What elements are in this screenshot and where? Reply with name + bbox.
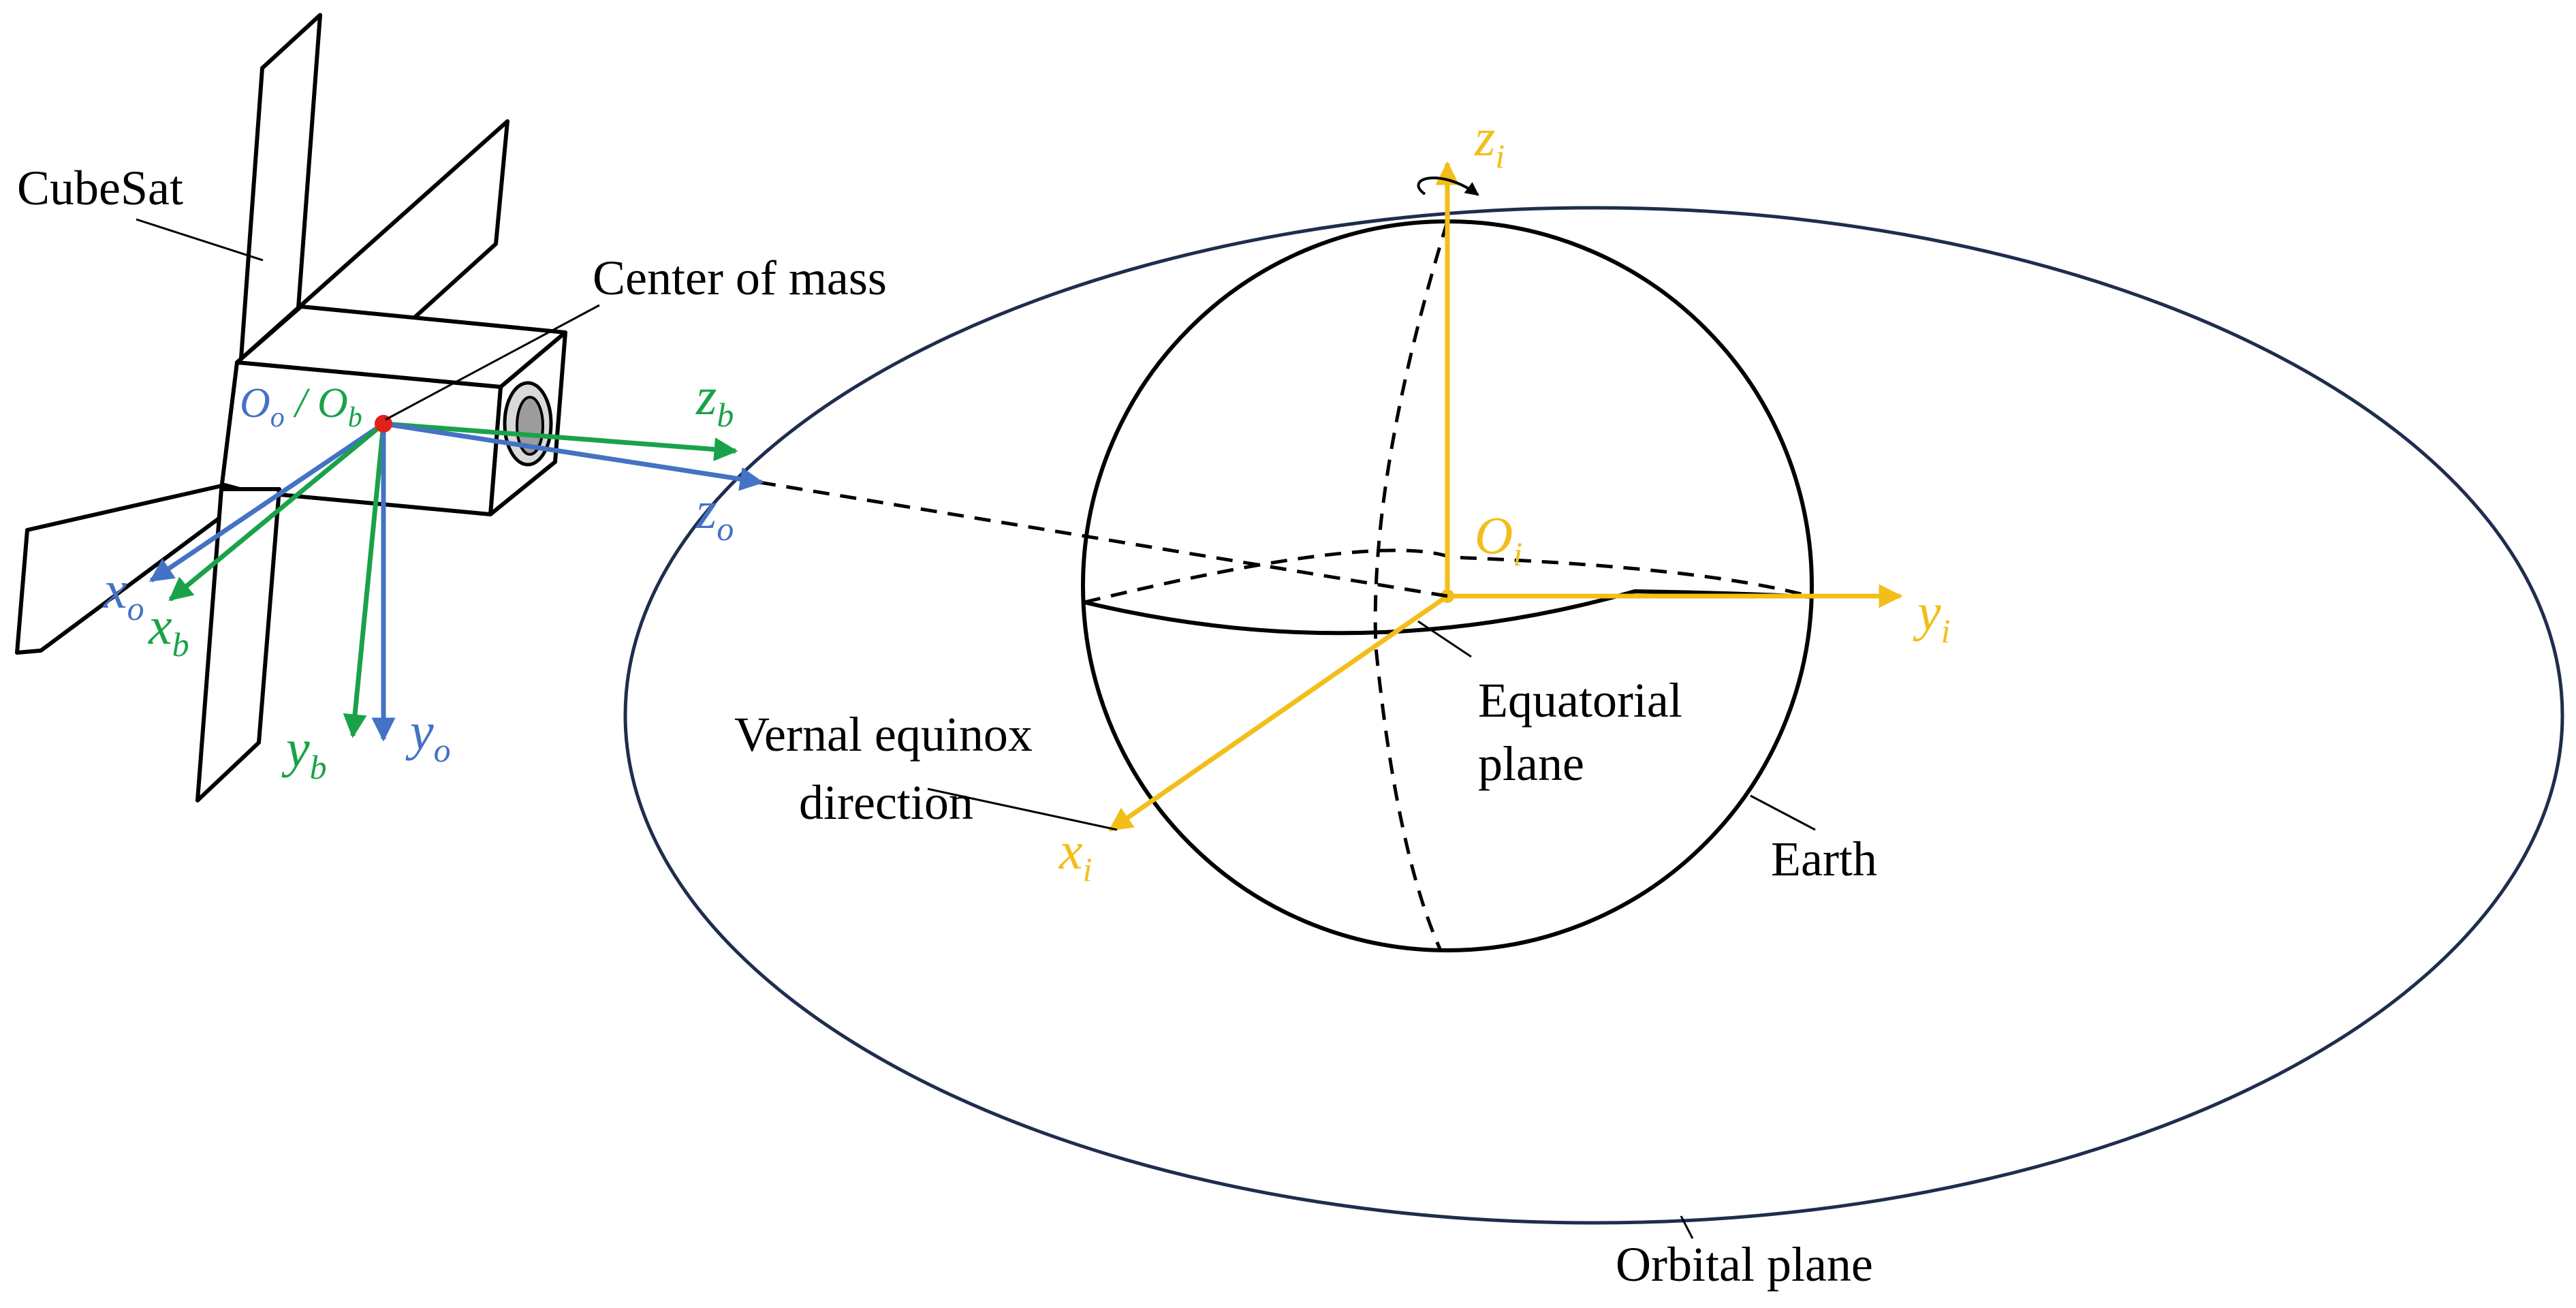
zo-label: zo — [695, 480, 734, 548]
vernal-equinox-label-2: direction — [799, 775, 973, 830]
yi-label: yi — [1913, 582, 1951, 650]
cubesat-label: CubeSat — [17, 161, 183, 215]
orbital-ellipse — [623, 206, 2564, 1225]
center-of-mass-label: Center of mass — [593, 251, 887, 305]
cubesat-leader — [136, 218, 264, 262]
payload-lens-inner — [516, 396, 544, 456]
equatorial-plane-label-2: plane — [1478, 736, 1584, 791]
solar-panel-bottom — [195, 487, 281, 803]
equator-back — [1084, 548, 1812, 604]
origin-label: Oo / Ob — [240, 380, 362, 433]
center-of-mass-leader — [385, 304, 600, 421]
earth-label: Earth — [1771, 832, 1877, 886]
oi-label: Oi — [1475, 505, 1522, 573]
xo-axis — [149, 422, 385, 582]
nadir-dashed-line — [759, 480, 1448, 598]
rotation-arrow-icon — [1417, 176, 1479, 196]
equatorial-plane-label-1: Equatorial — [1478, 673, 1682, 728]
xb-axis — [168, 422, 386, 602]
yb-axis — [343, 423, 386, 738]
orbital-plane-label: Orbital plane — [1616, 1237, 1873, 1292]
zo-axis — [383, 421, 764, 491]
zb-axis — [383, 421, 738, 462]
vernal-equinox-label-1: Vernal equinox — [734, 707, 1033, 762]
leader-lines — [136, 218, 1816, 1239]
xo-label: xo — [103, 560, 144, 627]
meridian-dashed — [1373, 221, 1449, 952]
vernal-equinox-leader — [927, 788, 1118, 831]
xi-axis — [1108, 594, 1449, 832]
zb-label: zb — [695, 367, 734, 434]
zi-label: zi — [1474, 108, 1505, 175]
xb-label: xb — [148, 596, 189, 664]
inertial-frame — [1108, 161, 1903, 832]
yo-label: yo — [405, 702, 451, 769]
yb-label: yb — [281, 719, 327, 786]
xi-label: xi — [1058, 821, 1093, 888]
orbital-plane-leader — [1680, 1215, 1694, 1239]
equatorial-leader — [1417, 620, 1472, 658]
earth-leader — [1750, 794, 1816, 831]
